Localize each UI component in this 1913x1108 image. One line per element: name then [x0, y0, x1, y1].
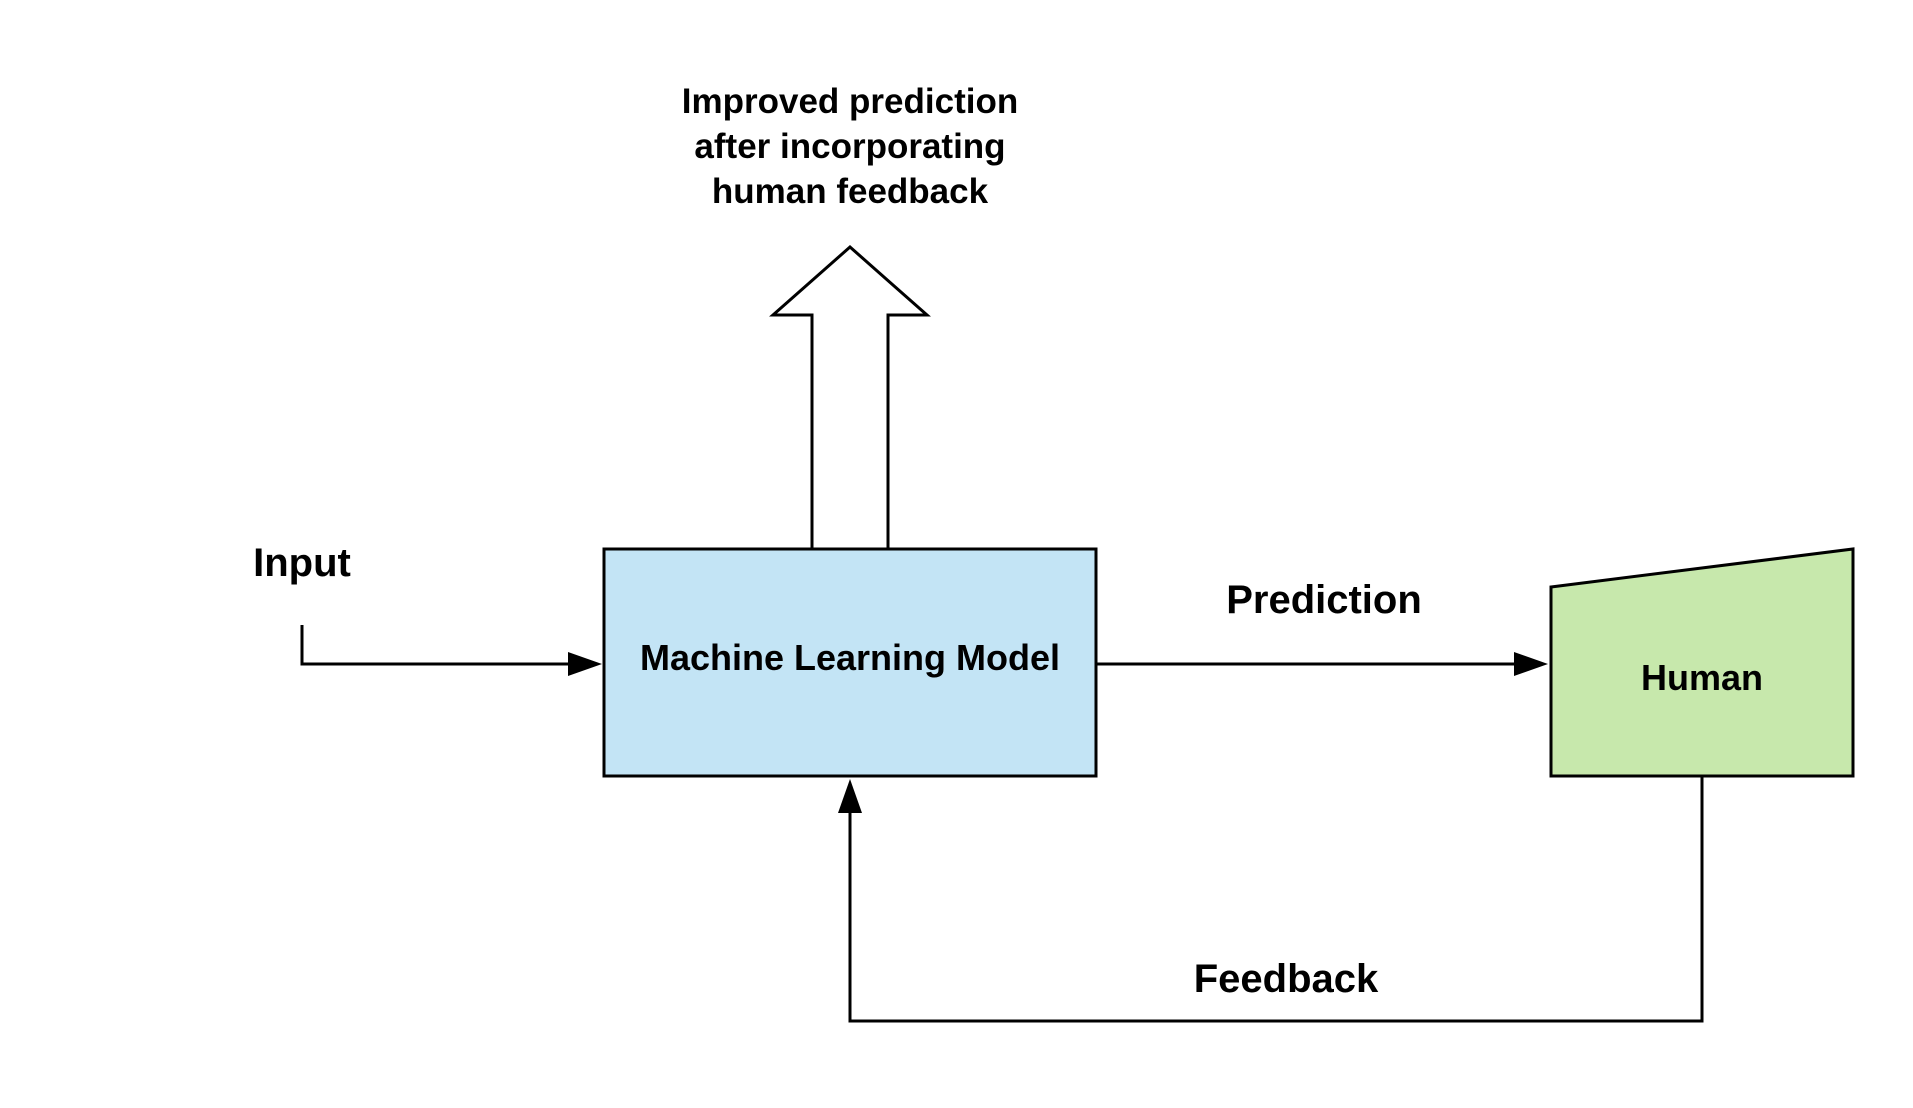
human-shape: [1549, 547, 1855, 778]
model-box: [602, 547, 1098, 778]
input-connector: [300, 625, 570, 666]
input-label: Input: [253, 541, 351, 585]
prediction-label: Prediction: [1226, 578, 1422, 622]
output-label-line-1: Improved prediction: [682, 82, 1018, 121]
model-label: Machine Learning Model: [640, 637, 1060, 678]
feedback-connector: [848, 776, 1704, 1023]
output-arrow: [769, 244, 931, 549]
human-label: Human: [1641, 657, 1763, 698]
output-label-line-2: after incorporating: [694, 127, 1005, 166]
prediction-arrowhead: [1514, 652, 1548, 676]
input-arrowhead: [568, 652, 602, 676]
feedback-arrowhead: [838, 779, 862, 813]
feedback-label: Feedback: [1194, 957, 1379, 1001]
output-label-line-3: human feedback: [712, 172, 989, 211]
